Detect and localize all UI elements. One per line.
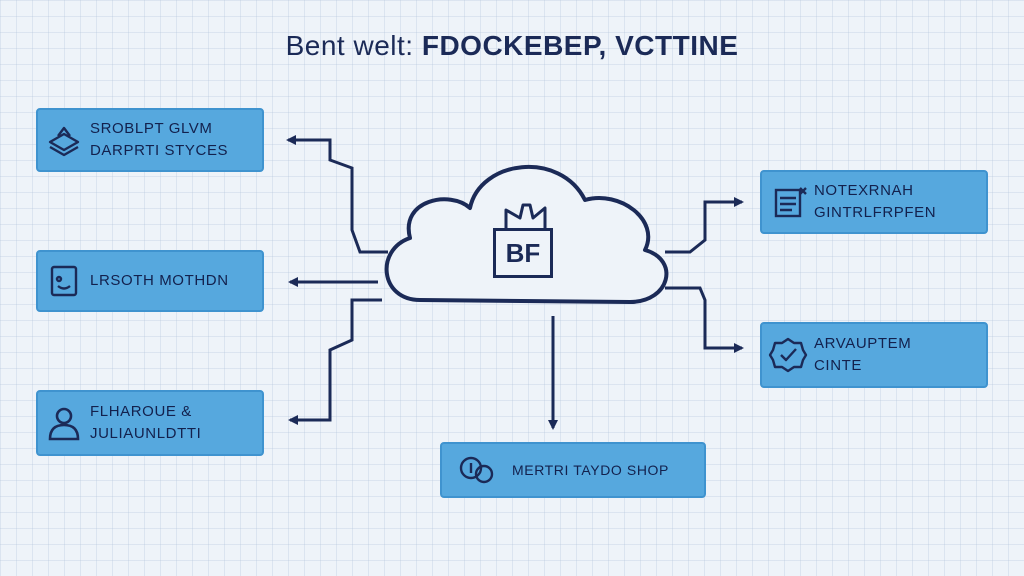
coins-icon — [442, 450, 512, 490]
connector-n3 — [288, 298, 382, 425]
cloud-label: BF — [493, 228, 553, 278]
title-strong: FDOCKEBEP, VCTTINE — [421, 30, 739, 61]
node-label: FLHAROUE & JULIAUNLDTTI — [90, 401, 201, 445]
node-label: NOTEXRNAH GINTRLFRPFEN — [814, 180, 936, 224]
node-service-top-left[interactable]: SROBLPT GLVM DARPRTI STYCES — [36, 108, 264, 172]
node-service-mid-right[interactable]: ARVAUPTEM CINTE — [760, 322, 988, 388]
node-line: GINTRLFRPFEN — [814, 204, 937, 221]
node-service-mid-left[interactable]: LRSOTH MOTHDN — [36, 250, 264, 312]
tablet-icon — [38, 261, 90, 301]
node-label: SROBLPT GLVM DARPRTI STYCES — [90, 118, 228, 162]
node-line: CINTE — [814, 357, 862, 374]
node-line: MERTRI TAYDO SHOP — [512, 462, 669, 478]
page-title: Bent welt: FDOCKEBEP, VCTTINE — [0, 30, 1024, 62]
connector-n4 — [665, 197, 744, 254]
node-line: DARPRTI STYCES — [90, 142, 229, 159]
gift-icon — [504, 203, 547, 228]
title-lead: Bent welt: — [285, 30, 414, 61]
node-label: MERTRI TAYDO SHOP — [512, 459, 669, 481]
document-icon — [762, 182, 814, 222]
node-label: ARVAUPTEM CINTE — [814, 333, 911, 377]
node-service-bottom-left[interactable]: FLHAROUE & JULIAUNLDTTI — [36, 390, 264, 456]
user-icon — [38, 403, 90, 443]
node-line: NOTEXRNAH — [814, 182, 914, 199]
node-service-bottom-center[interactable]: MERTRI TAYDO SHOP — [440, 442, 706, 498]
node-service-top-right[interactable]: NOTEXRNAH GINTRLFRPFEN — [760, 170, 988, 234]
node-label: LRSOTH MOTHDN — [90, 270, 229, 292]
node-line: LRSOTH MOTHDN — [90, 272, 229, 289]
node-line: FLHAROUE & — [90, 403, 192, 420]
node-line: ARVAUPTEM — [814, 335, 912, 352]
connector-n1 — [286, 135, 388, 254]
connector-n5 — [665, 286, 744, 353]
node-line: JULIAUNLDTTI — [90, 425, 202, 442]
node-line: SROBLPT GLVM — [90, 120, 213, 137]
badge-check-icon — [762, 335, 814, 375]
layers-icon — [38, 120, 90, 160]
